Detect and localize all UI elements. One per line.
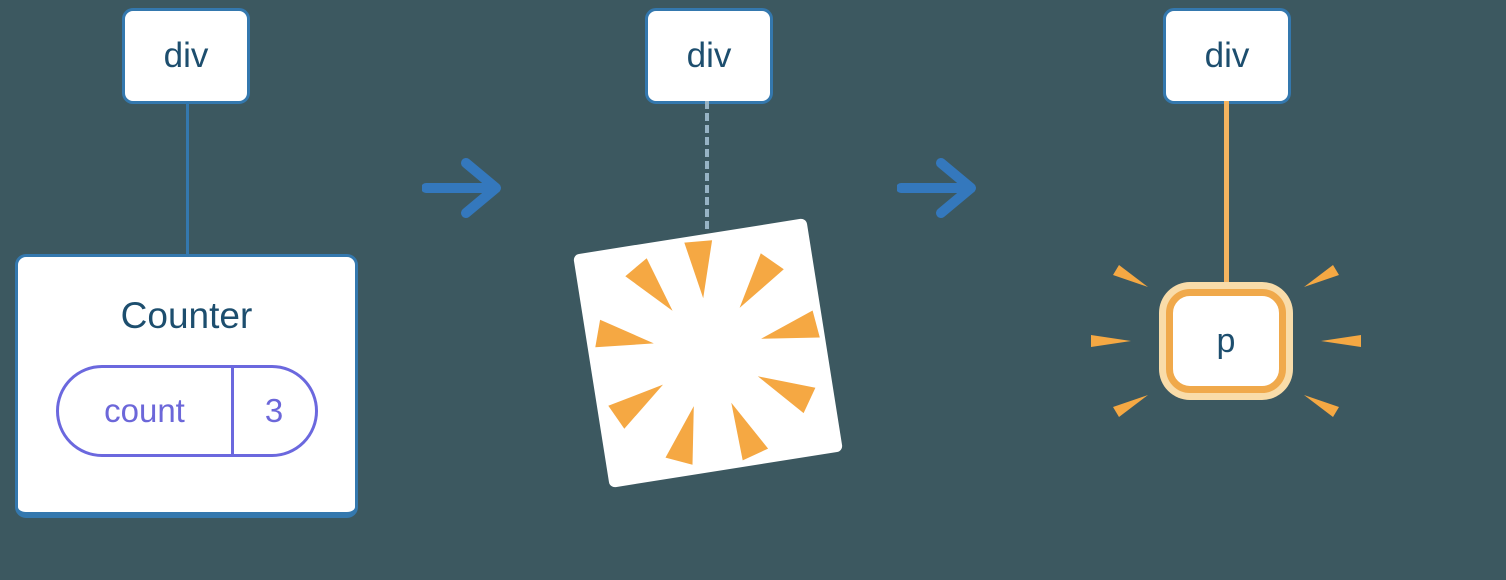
tree-edge-line-highlight: [1224, 101, 1229, 289]
poof-burst-icon: [573, 218, 843, 488]
arrow-right-icon: [897, 158, 976, 218]
dom-node-div-before: div: [122, 8, 250, 104]
component-title: Counter: [120, 295, 253, 336]
state-value-label: 3: [264, 392, 284, 429]
arrow-right-icon: [422, 158, 501, 218]
state-key-label: count: [59, 368, 234, 454]
dom-node-label: div: [686, 36, 732, 75]
counter-component-card: Counter count 3: [15, 254, 358, 518]
dom-node-label: div: [1204, 36, 1250, 75]
element-label: p: [1216, 321, 1236, 360]
state-pill: count 3: [55, 365, 318, 457]
dom-node-div-during: div: [645, 8, 773, 104]
dom-node-label: div: [163, 36, 209, 75]
tree-edge-line: [186, 101, 189, 256]
new-element-p-box: p: [1166, 289, 1286, 393]
dom-node-div-after: div: [1163, 8, 1291, 104]
tree-edge-dashed-line: [705, 101, 709, 229]
sparkles-icon: [1091, 265, 1361, 417]
